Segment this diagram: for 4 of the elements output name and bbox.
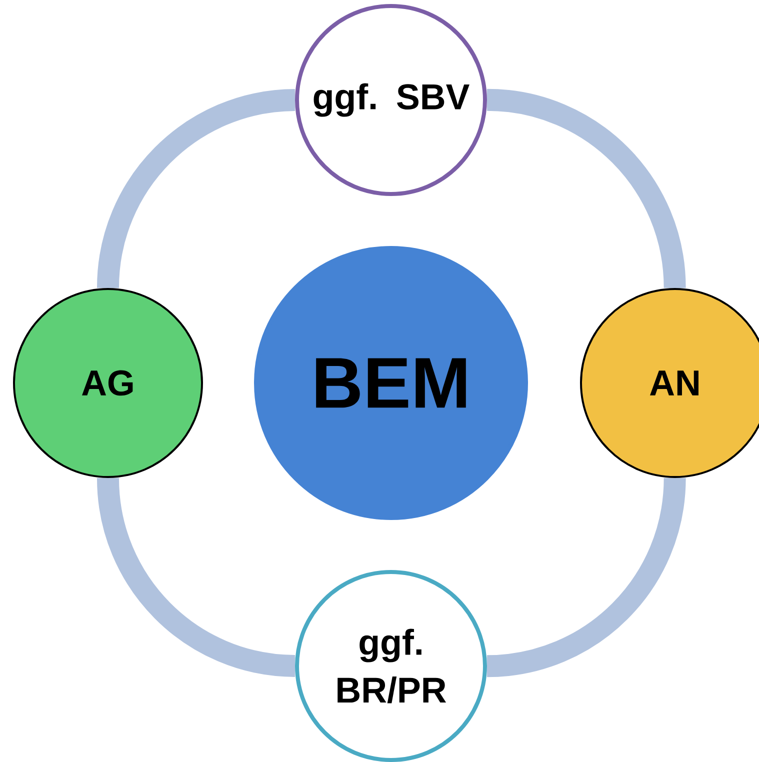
ring-arc: [486, 477, 686, 678]
ring-arc: [97, 89, 296, 289]
ring-arc: [97, 477, 296, 677]
ring-arc: [486, 88, 686, 289]
